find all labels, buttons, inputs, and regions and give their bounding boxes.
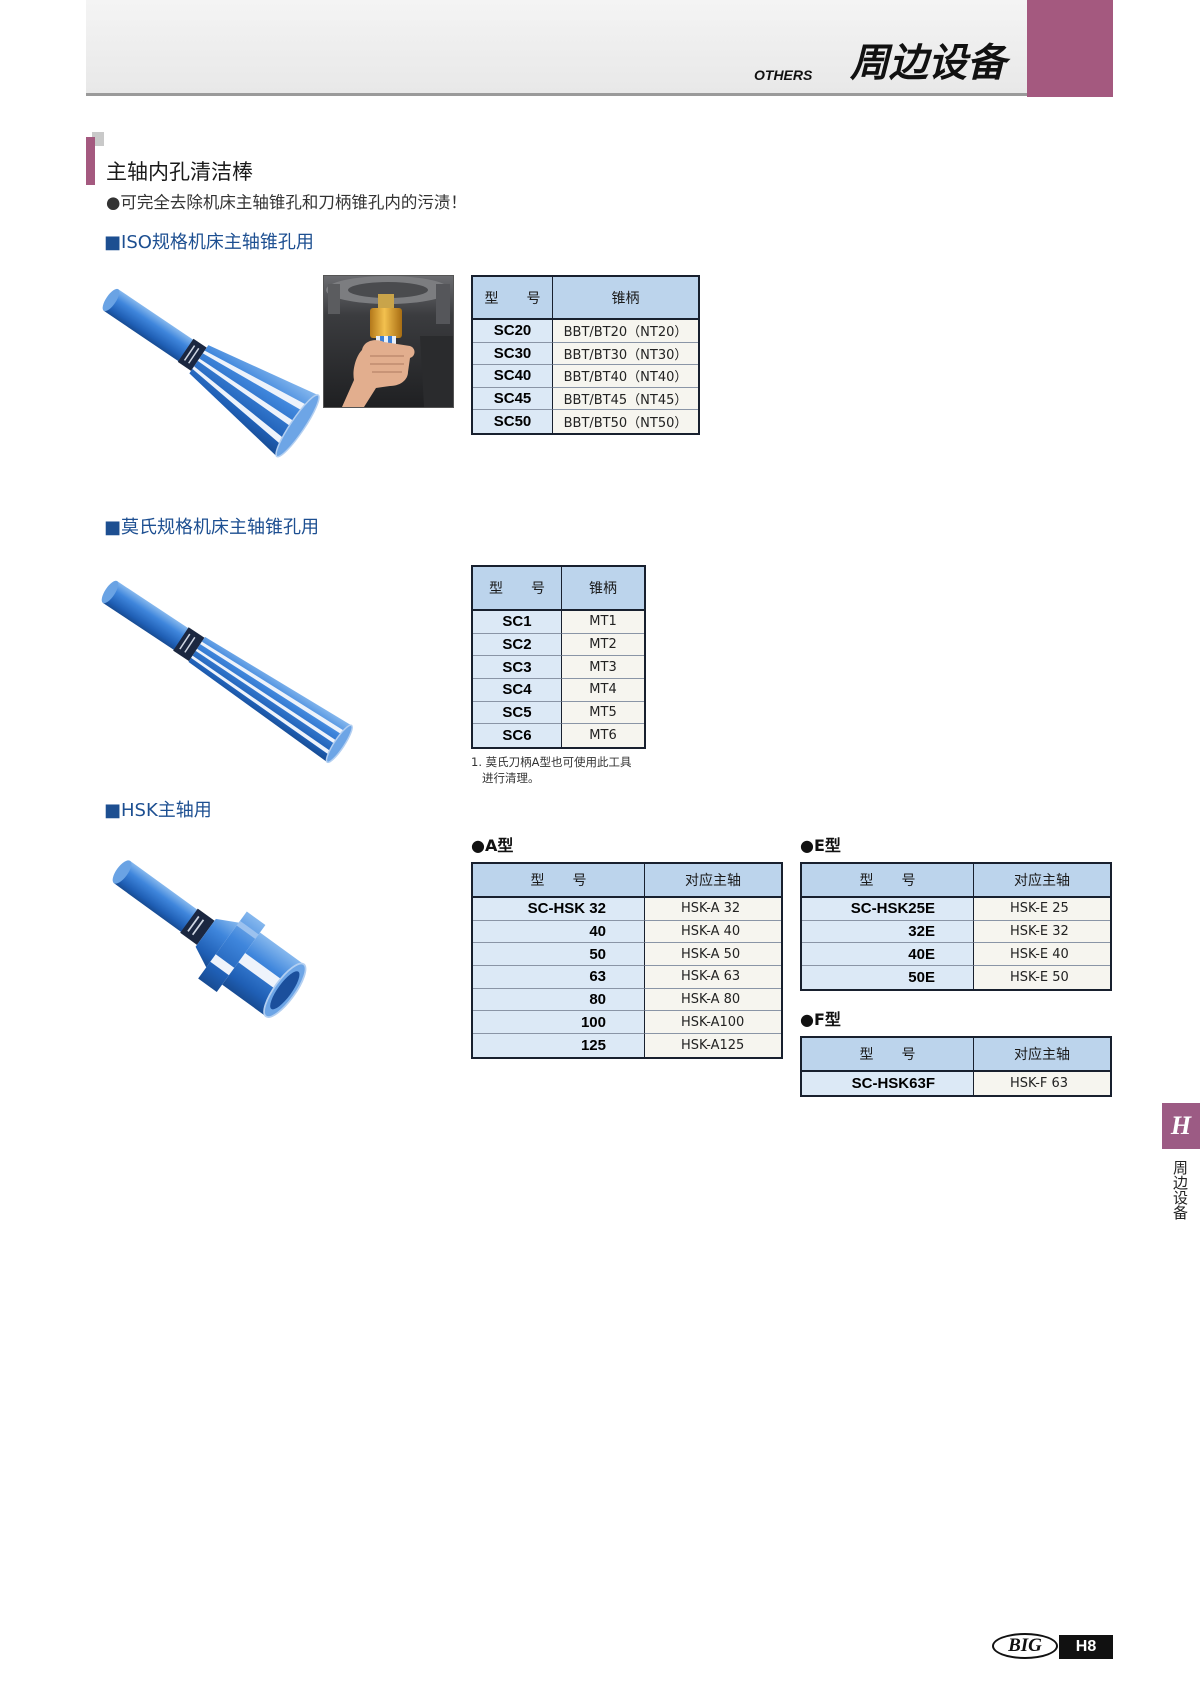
hsk-a-type-label: ●A型 bbox=[471, 836, 514, 855]
hsk-e-type-label: ●E型 bbox=[800, 836, 841, 855]
section-description: ●可完全去除机床主轴锥孔和刀柄锥孔内的污渍！ bbox=[106, 193, 467, 212]
page-number: H8 bbox=[1059, 1635, 1113, 1659]
model-number-cell: SC-HSK25E bbox=[802, 898, 974, 921]
model-number-cell: SC6 bbox=[473, 724, 562, 748]
spindle-spec-cell: HSK-E 25 bbox=[974, 898, 1110, 921]
chapter-tab[interactable]: H bbox=[1162, 1103, 1200, 1149]
spindle-spec-cell: HSK-E 40 bbox=[974, 943, 1110, 967]
spindle-spec-cell: MT2 bbox=[562, 633, 644, 657]
spindle-spec-cell: MT3 bbox=[562, 656, 644, 680]
spindle-spec-cell: MT1 bbox=[562, 611, 644, 634]
spindle-spec-cell: HSK-A 63 bbox=[645, 966, 781, 989]
chapter-tab-label: 周边设备 bbox=[1171, 1160, 1189, 1220]
hsk-heading: ■HSK主轴用 bbox=[104, 800, 212, 821]
section-marker-bar bbox=[86, 137, 95, 185]
iso-cleaner-product-image bbox=[102, 288, 320, 458]
spindle-spec-cell: HSK-E 50 bbox=[974, 966, 1110, 989]
usage-photo bbox=[323, 275, 454, 408]
spindle-spec-cell: HSK-A 40 bbox=[645, 920, 781, 944]
model-header-cell: 型 号 bbox=[473, 277, 553, 320]
section-marker-grey bbox=[92, 132, 104, 146]
spindle-spec-cell: BBT/BT30（NT30） bbox=[553, 342, 698, 365]
model-number-cell: 40 bbox=[473, 920, 645, 944]
spindle-spec-cell: HSK-A125 bbox=[645, 1034, 781, 1057]
model-number-cell: 63 bbox=[473, 966, 645, 989]
spindle-spec-cell: HSK-A100 bbox=[645, 1011, 781, 1035]
model-number-cell: SC30 bbox=[473, 342, 553, 365]
spec-header-cell: 锥柄 bbox=[562, 567, 644, 611]
brand-logo: BIG bbox=[992, 1633, 1058, 1659]
spec-header-cell: 锥柄 bbox=[553, 277, 698, 320]
morse-note-line-2: 进行清理。 bbox=[482, 771, 540, 785]
spindle-spec-cell: MT6 bbox=[562, 724, 644, 748]
spec-header-cell: 对应主轴 bbox=[974, 1038, 1110, 1072]
model-number-cell: 32E bbox=[802, 920, 974, 944]
spindle-spec-cell: BBT/BT20（NT20） bbox=[553, 320, 698, 343]
model-number-cell: SC20 bbox=[473, 320, 553, 343]
spindle-spec-cell: BBT/BT40（NT40） bbox=[553, 365, 698, 388]
section-title: 主轴内孔清洁棒 bbox=[106, 160, 253, 184]
hsk-f-type-label: ●F型 bbox=[800, 1010, 841, 1029]
iso-heading: ■ISO规格机床主轴锥孔用 bbox=[104, 232, 314, 253]
spindle-spec-cell: MT5 bbox=[562, 701, 644, 725]
model-number-cell: 50E bbox=[802, 966, 974, 989]
model-header-cell: 型 号 bbox=[473, 864, 645, 898]
header-accent-block bbox=[1027, 0, 1113, 97]
model-header-cell: 型 号 bbox=[802, 1038, 974, 1072]
model-header-cell: 型 号 bbox=[802, 864, 974, 898]
model-number-cell: SC40 bbox=[473, 365, 553, 388]
model-number-cell: SC45 bbox=[473, 387, 553, 410]
morse-heading: ■莫氏规格机床主轴锥孔用 bbox=[104, 517, 320, 538]
hsk-cleaner-product-image bbox=[112, 860, 307, 1018]
header-category-label: OTHERS bbox=[754, 67, 813, 83]
header-bar bbox=[86, 0, 1027, 96]
spindle-spec-cell: HSK-E 32 bbox=[974, 920, 1110, 944]
spindle-spec-cell: HSK-A 80 bbox=[645, 988, 781, 1012]
model-number-cell: SC3 bbox=[473, 656, 562, 680]
model-number-cell: 80 bbox=[473, 988, 645, 1012]
model-number-cell: 40E bbox=[802, 943, 974, 967]
model-number-cell: SC-HSK 32 bbox=[473, 898, 645, 921]
spindle-spec-cell: BBT/BT45（NT45） bbox=[553, 387, 698, 410]
chapter-tab-letter: H bbox=[1170, 1111, 1192, 1140]
model-number-cell: SC1 bbox=[473, 611, 562, 634]
spec-header-cell: 对应主轴 bbox=[974, 864, 1110, 898]
spec-header-cell: 对应主轴 bbox=[645, 864, 781, 898]
morse-cleaner-product-image bbox=[101, 580, 353, 764]
spindle-spec-cell: HSK-A 50 bbox=[645, 943, 781, 967]
spindle-spec-cell: HSK-F 63 bbox=[974, 1072, 1110, 1095]
model-number-cell: SC50 bbox=[473, 410, 553, 433]
model-header-cell: 型 号 bbox=[473, 567, 562, 611]
model-number-cell: 50 bbox=[473, 943, 645, 967]
model-number-cell: SC-HSK63F bbox=[802, 1072, 974, 1095]
model-number-cell: SC4 bbox=[473, 679, 562, 702]
model-number-cell: 125 bbox=[473, 1034, 645, 1057]
spindle-spec-cell: BBT/BT50（NT50） bbox=[553, 410, 698, 433]
model-number-cell: SC5 bbox=[473, 701, 562, 725]
morse-note-line-1: 1. 莫氏刀柄A型也可使用此工具 bbox=[471, 755, 632, 769]
model-number-cell: 100 bbox=[473, 1011, 645, 1035]
model-number-cell: SC2 bbox=[473, 633, 562, 657]
spindle-spec-cell: HSK-A 32 bbox=[645, 898, 781, 921]
page-title: 周边设备 bbox=[850, 41, 1007, 86]
spindle-spec-cell: MT4 bbox=[562, 679, 644, 702]
